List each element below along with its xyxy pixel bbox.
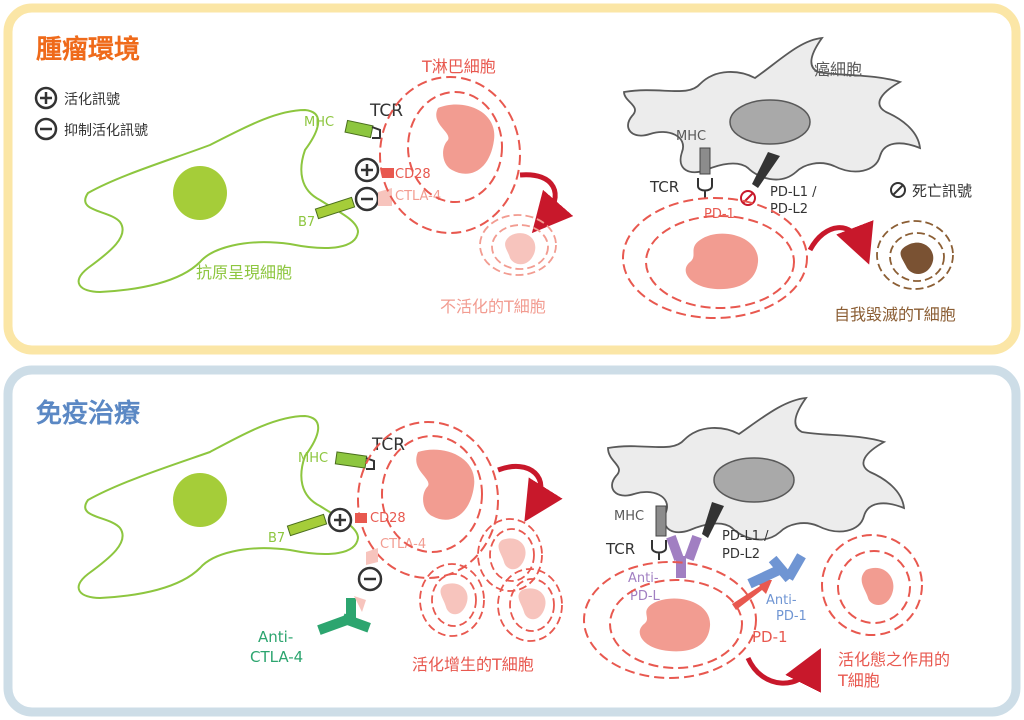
immuno-cancer-bound-tcell-nucleus bbox=[639, 598, 711, 652]
active-tcell-label-line1: 活化態之作用的 bbox=[838, 650, 950, 669]
immuno-cancer-tcr-receptor bbox=[651, 540, 667, 560]
anti-ctla4-label-line1: Anti- bbox=[258, 628, 293, 646]
death-signal-label: 死亡訊號 bbox=[912, 182, 972, 200]
cancer-bound-tcell-nucleus bbox=[685, 233, 759, 290]
tcr-label: TCR bbox=[369, 101, 403, 121]
immuno-cancer-cell bbox=[607, 396, 906, 541]
pdl-label-line1: PD-L1 / bbox=[770, 185, 817, 200]
immuno-b7-label: B7 bbox=[268, 531, 285, 546]
minus-icon bbox=[34, 117, 58, 141]
anti-pd1-antibody bbox=[747, 553, 806, 589]
tumor-environment-panel: 腫瘤環境 活化訊號 抑制活化訊號 抗原呈現細胞 MHC TCR bbox=[3, 3, 1021, 355]
apoptosis-arrow bbox=[807, 220, 874, 265]
immuno-mhc-label: MHC bbox=[298, 451, 328, 466]
immuno-cancer-bound-t-cell bbox=[583, 561, 757, 679]
proliferating-cell-3 bbox=[497, 568, 563, 642]
pdl-ligand bbox=[752, 152, 780, 188]
anti-ctla4-antibody bbox=[317, 596, 371, 635]
t-lymphocyte bbox=[379, 76, 521, 234]
immuno-cd28-receptor bbox=[355, 513, 367, 523]
plus-signal-icon bbox=[354, 157, 380, 183]
death-signal-icon bbox=[890, 182, 906, 198]
immuno-antigen-presenting-cell bbox=[77, 414, 360, 600]
ctla4-label: CTLA-4 bbox=[395, 189, 441, 204]
pdl-label-line2: PD-L2 bbox=[770, 202, 808, 217]
immuno-cancer-mhc-label: MHC bbox=[614, 509, 644, 524]
immuno-pdl-ligand bbox=[702, 502, 724, 538]
anti-pdl-antibody bbox=[666, 535, 702, 578]
active-t-cell bbox=[821, 534, 923, 636]
immuno-tcell-nucleus bbox=[416, 449, 475, 520]
legend: 活化訊號 抑制活化訊號 bbox=[34, 86, 148, 141]
cancer-tcr-receptor bbox=[697, 178, 713, 198]
cancer-cell bbox=[623, 36, 922, 181]
immuno-cd28-label: CD28 bbox=[370, 511, 406, 526]
apc-nucleus bbox=[173, 166, 227, 220]
cd28-label: CD28 bbox=[395, 167, 431, 182]
anti-pd1-arrow bbox=[732, 580, 772, 610]
anti-pdl-label-line2: PD-L bbox=[630, 589, 661, 604]
env-title: 腫瘤環境 bbox=[36, 34, 140, 65]
inactive-t-cell bbox=[479, 214, 557, 276]
immuno-cancer-tcr-label: TCR bbox=[605, 540, 635, 558]
antigen-presenting-cell bbox=[77, 108, 360, 294]
legend-activation-label: 活化訊號 bbox=[64, 92, 120, 108]
apc-label: 抗原呈現細胞 bbox=[196, 263, 292, 282]
immuno-plus-signal-icon bbox=[327, 507, 353, 533]
apoptotic-t-cell bbox=[876, 220, 954, 290]
immuno-cancer-mhc-receptor bbox=[655, 505, 667, 537]
plus-icon bbox=[34, 86, 58, 110]
anti-pdl-label-line1: Anti- bbox=[628, 571, 659, 586]
cancer-label: 癌細胞 bbox=[814, 60, 862, 79]
anti-pd1-label-line2: PD-1 bbox=[776, 609, 807, 624]
immuno-ctla4-receptor bbox=[366, 548, 378, 565]
immunotherapy-panel: 免疫治療 MHC TCR B7 CD28 CTLA-4 bbox=[3, 365, 1021, 717]
cd28-receptor bbox=[382, 168, 394, 178]
immuno-minus-signal-icon bbox=[357, 566, 383, 592]
proliferating-cell-2 bbox=[419, 563, 485, 637]
immuno-b7-receptor bbox=[286, 513, 328, 537]
immuno-title: 免疫治療 bbox=[36, 398, 141, 429]
cancer-tcr-label: TCR bbox=[649, 178, 679, 196]
active-tcell-label-line2: T細胞 bbox=[837, 671, 880, 690]
immuno-tcr-receptor bbox=[365, 457, 375, 470]
cancer-nucleus bbox=[729, 99, 811, 145]
cancer-bound-t-cell bbox=[622, 197, 808, 319]
b7-receptor bbox=[314, 196, 356, 220]
b7-label: B7 bbox=[298, 215, 315, 230]
mhc-label: MHC bbox=[304, 115, 334, 130]
inactivation-arrow bbox=[519, 172, 574, 234]
immuno-pdl-label-line2: PD-L2 bbox=[722, 547, 760, 562]
proliferation-arrow bbox=[497, 463, 563, 522]
anti-pd1-label-line1: Anti- bbox=[766, 593, 797, 608]
proliferating-label: 活化增生的T細胞 bbox=[412, 655, 534, 674]
pd1-label: PD-1 bbox=[704, 207, 735, 222]
immuno-cancer-nucleus bbox=[713, 457, 795, 503]
tcr-receptor bbox=[371, 126, 381, 139]
activation-arrow bbox=[745, 648, 821, 693]
anti-ctla4-label-line2: CTLA-4 bbox=[250, 648, 303, 666]
tcell-label: T淋巴細胞 bbox=[421, 57, 496, 76]
immuno-apc-nucleus bbox=[173, 473, 227, 527]
immuno-pdl-label-line1: PD-L1 / bbox=[722, 529, 769, 544]
proliferating-cell-1 bbox=[477, 518, 543, 592]
apoptosis-label: 自我毀滅的T細胞 bbox=[834, 305, 956, 324]
immuno-tcr-label: TCR bbox=[371, 435, 405, 455]
inactive-label: 不活化的T細胞 bbox=[440, 297, 546, 316]
minus-signal-icon bbox=[354, 186, 380, 212]
legend-inhibition-label: 抑制活化訊號 bbox=[64, 123, 148, 139]
cancer-mhc-receptor bbox=[699, 147, 711, 175]
immuno-ctla4-label: CTLA-4 bbox=[380, 537, 426, 552]
mhc-receptor bbox=[344, 119, 374, 139]
immuno-t-lymphocyte bbox=[357, 421, 499, 579]
cancer-mhc-label: MHC bbox=[676, 129, 706, 144]
tcell-nucleus bbox=[436, 104, 495, 174]
ctla4-receptor bbox=[378, 188, 392, 206]
immuno-pd1-label: PD-1 bbox=[752, 628, 788, 646]
